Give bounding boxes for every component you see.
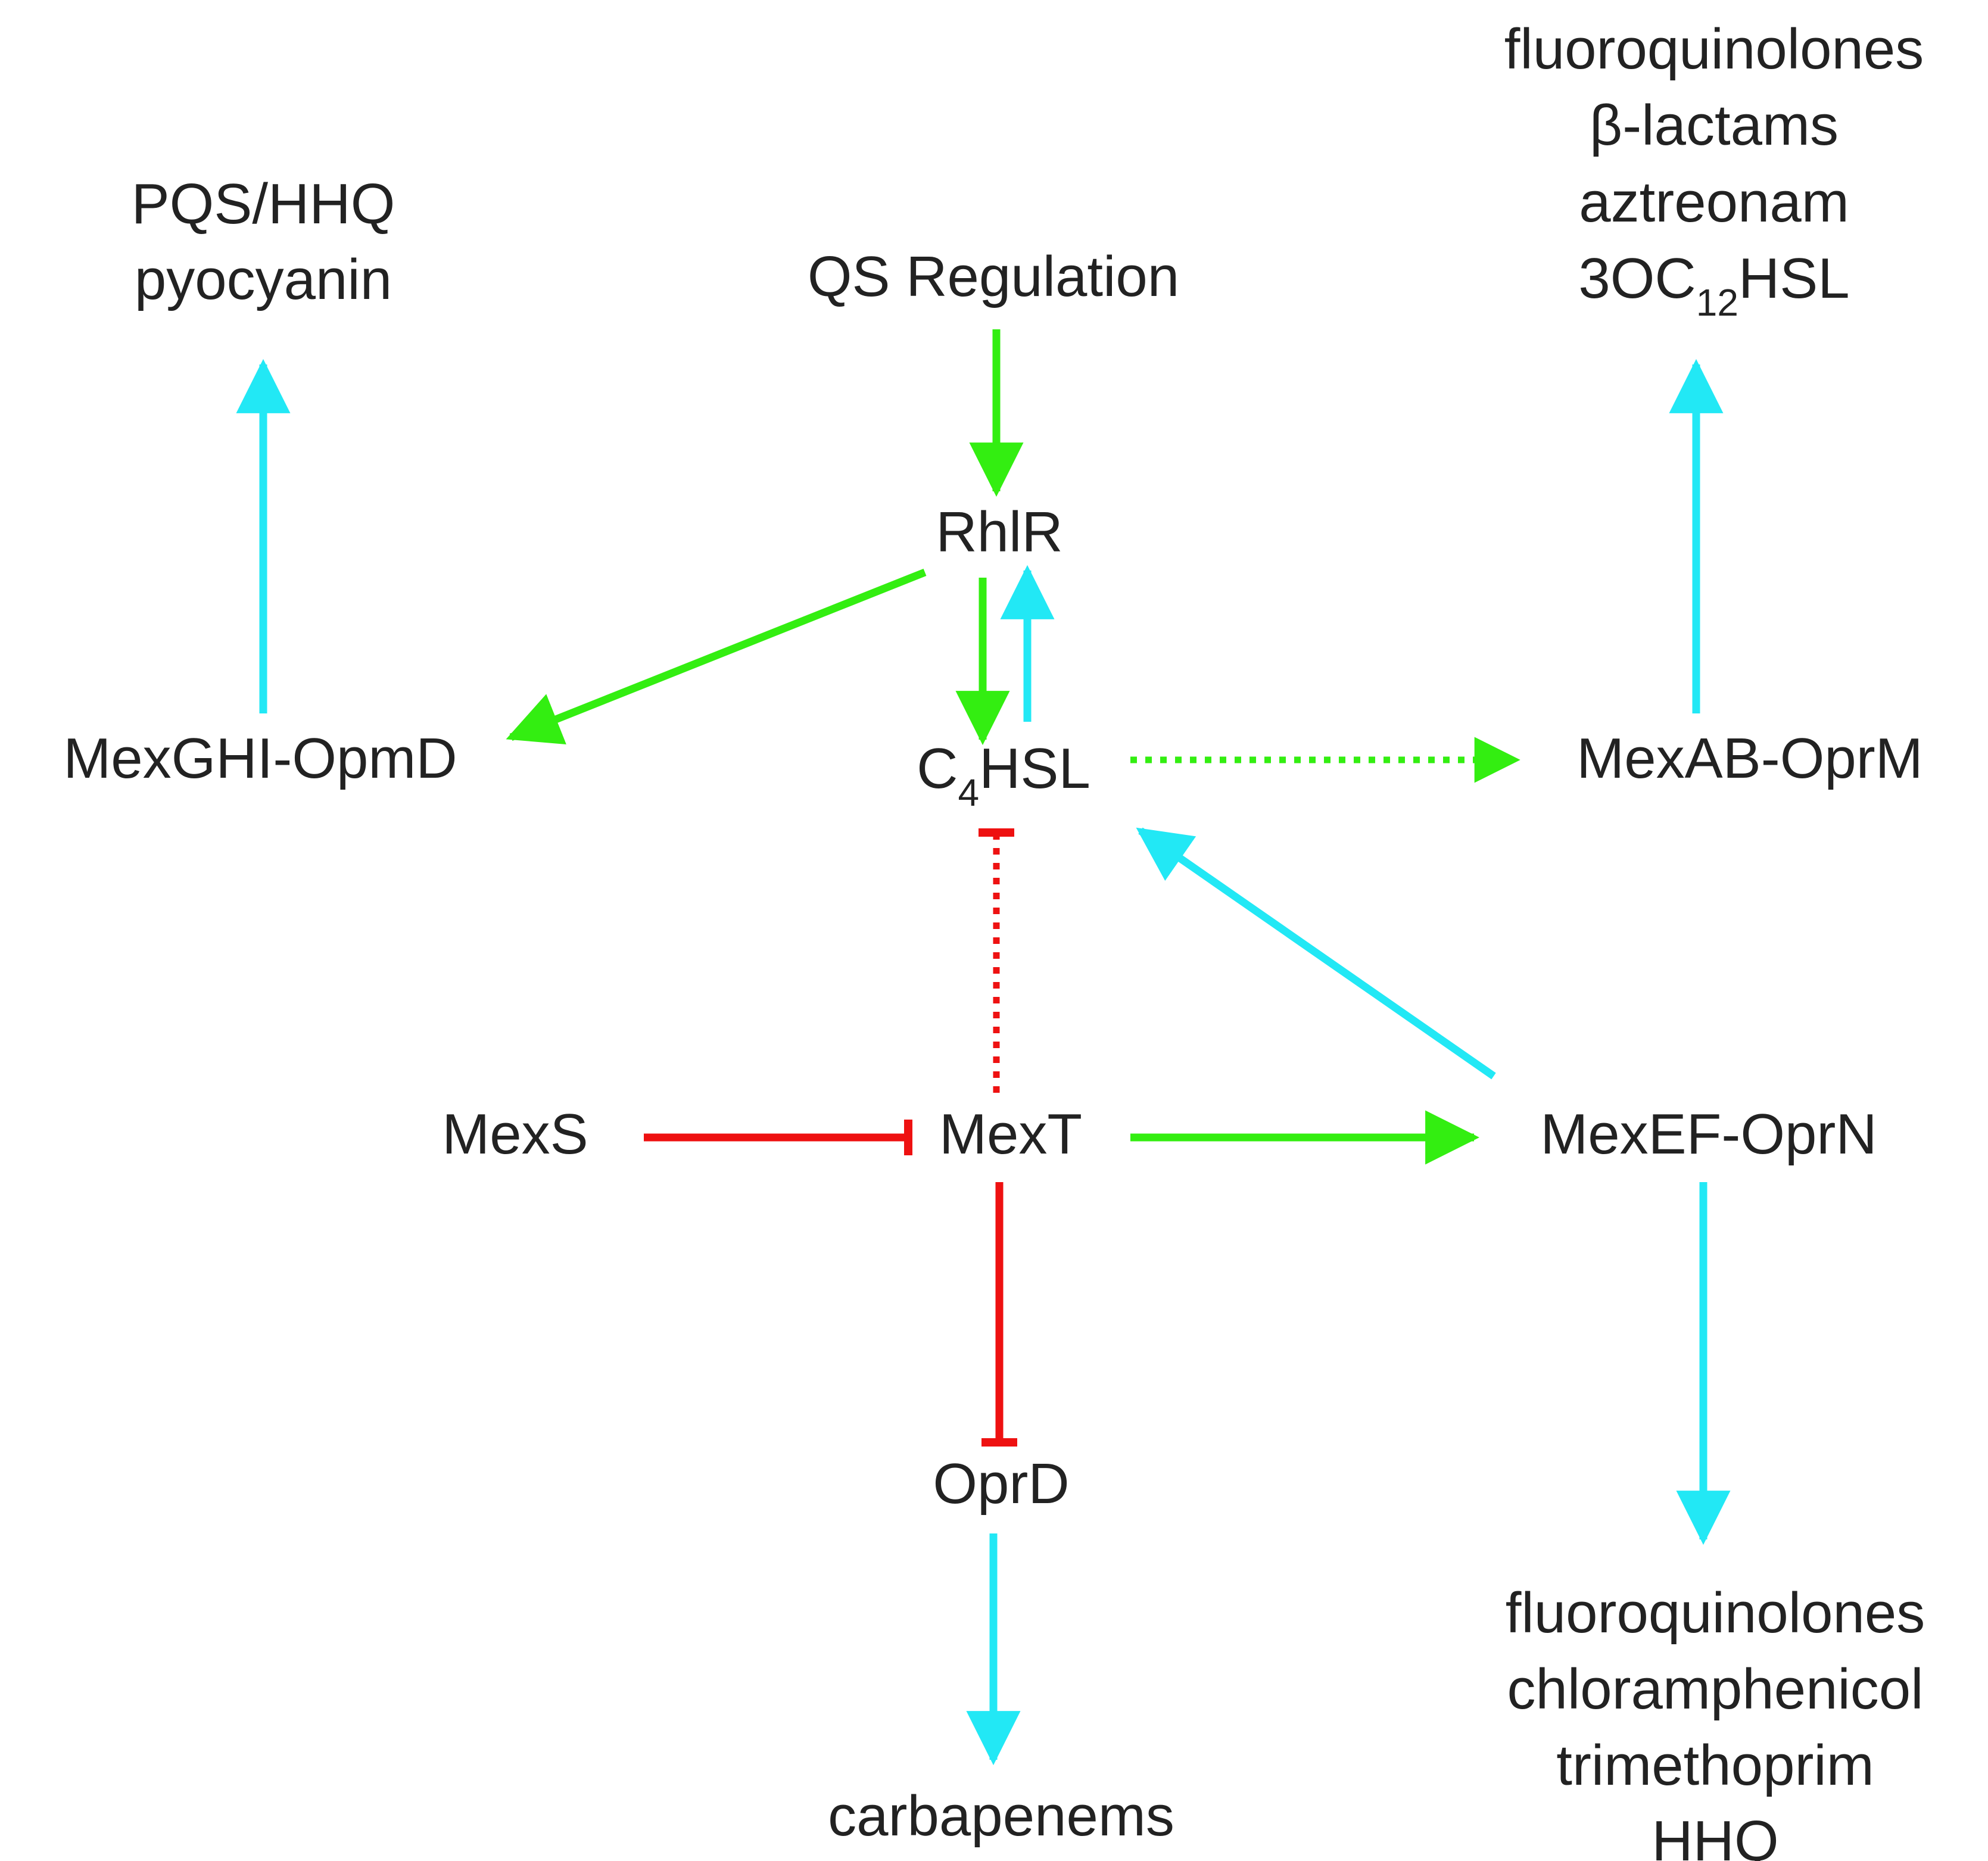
3oc12hsl-subscript: 12 xyxy=(1696,281,1738,324)
edge-rhlr-to-mexghi xyxy=(506,568,927,744)
mexab-substrate-0: fluoroquinolones xyxy=(1504,17,1924,81)
edge-mext-repress-c4hsl xyxy=(979,828,1014,1093)
edge-mexef-to-c4hsl xyxy=(1136,827,1496,1080)
c4hsl-subscript: 4 xyxy=(958,771,979,814)
node-mext: MexT xyxy=(939,1102,1082,1166)
edge-mexs-repress-mext xyxy=(644,1120,912,1155)
3oc12hsl-base: 3OC xyxy=(1578,247,1696,310)
c4hsl-base: C xyxy=(917,737,958,800)
mexef-substrate-0: fluoroquinolones xyxy=(1506,1581,1925,1645)
node-mexab-oprm: MexAB-OprM xyxy=(1576,727,1922,790)
node-qs-regulation: QS Regulation xyxy=(808,245,1179,308)
node-oprd: OprD xyxy=(933,1452,1069,1516)
node-mexghi-opmd: MexGHI-OpmD xyxy=(63,727,457,790)
mexab-substrate-2: aztreonam xyxy=(1579,170,1849,234)
c4hsl-tail: HSL xyxy=(979,737,1090,800)
mexef-substrate-2: trimethoprim xyxy=(1556,1734,1874,1797)
mexef-substrate-3: HHQ xyxy=(1652,1809,1778,1861)
node-mexef-oprn: MexEF-OprN xyxy=(1540,1102,1877,1166)
mexghi-substrate-0: PQS/HHQ xyxy=(132,172,395,236)
node-mexs: MexS xyxy=(442,1102,588,1166)
3oc12hsl-tail: HSL xyxy=(1738,247,1850,310)
node-rhlr: RhlR xyxy=(936,500,1062,564)
node-c4hsl: C4HSL xyxy=(917,737,1090,814)
oprd-substrate-0: carbapenems xyxy=(828,1784,1174,1848)
mexab-substrate-1: β-lactams xyxy=(1590,93,1839,157)
mexab-substrate-3: 3OC12HSL xyxy=(1578,247,1849,324)
mexghi-substrate-1: pyocyanin xyxy=(135,248,392,311)
edge-mext-repress-oprd xyxy=(981,1182,1017,1447)
mexef-substrate-1: chloramphenicol xyxy=(1507,1657,1923,1721)
